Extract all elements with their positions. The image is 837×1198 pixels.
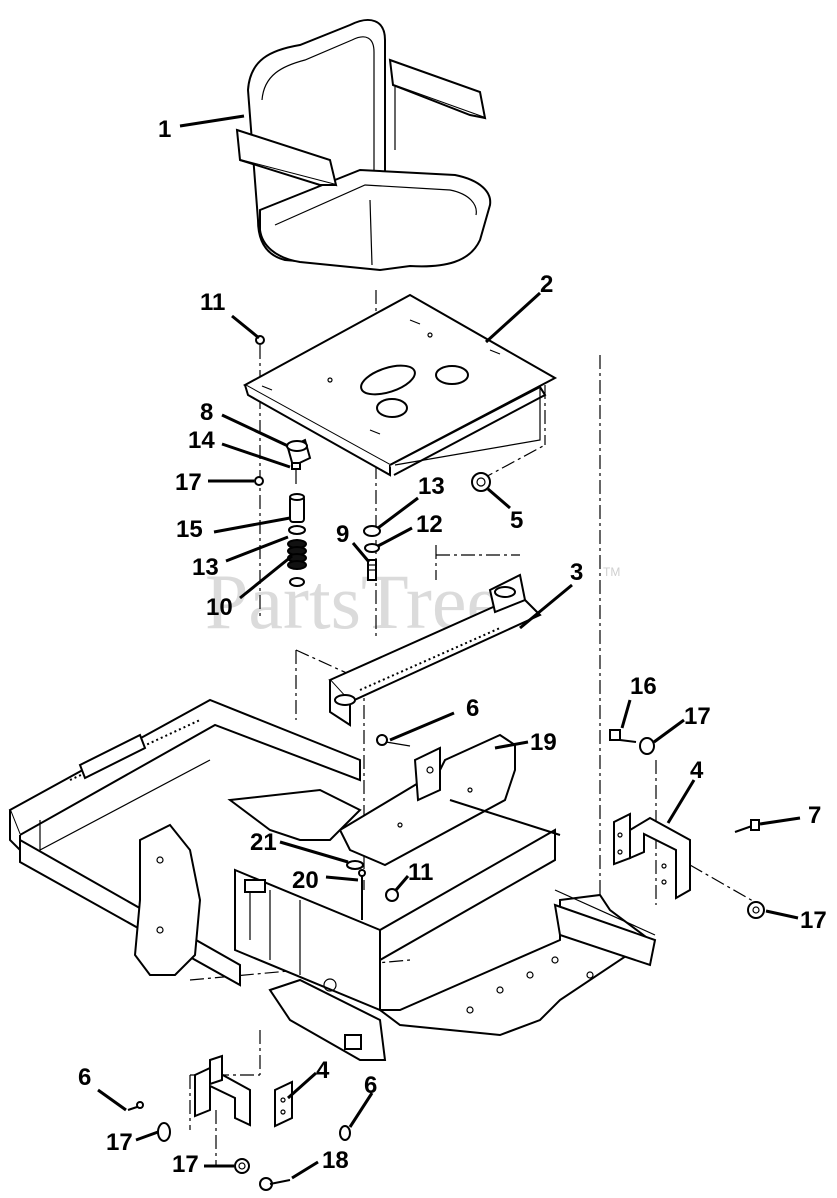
leader-lines: [97, 114, 801, 1180]
watermark-trademark: TM: [603, 565, 620, 579]
callout-13-center[interactable]: 13: [418, 473, 445, 500]
callout-14[interactable]: 14: [188, 427, 215, 454]
callout-11[interactable]: 11: [200, 289, 225, 316]
callout-16[interactable]: 16: [630, 673, 657, 700]
bracket-part-4-left[interactable]: [194, 1054, 293, 1128]
frame-assembly: [8, 698, 657, 1061]
callout-1[interactable]: 1: [158, 116, 171, 143]
callout-17-right[interactable]: 17: [800, 907, 827, 934]
callout-18[interactable]: 18: [322, 1147, 349, 1174]
plate-part-19[interactable]: [338, 733, 516, 867]
callout-17-lower-center[interactable]: 17: [172, 1151, 199, 1178]
hardware-parts: [127, 335, 765, 1191]
callout-labels: 1 2 11 8 14 17 15 13 10 13 12 9 5 3 6 19…: [78, 116, 827, 1178]
callout-10[interactable]: 10: [206, 594, 233, 621]
seat-part-1[interactable]: [235, 19, 492, 272]
callout-4-left[interactable]: 4: [316, 1057, 330, 1084]
callout-15[interactable]: 15: [176, 516, 203, 543]
callout-6-upper[interactable]: 6: [466, 695, 479, 722]
callout-20[interactable]: 20: [292, 867, 319, 894]
callout-7[interactable]: 7: [808, 802, 821, 829]
spring-part-10[interactable]: [287, 539, 307, 570]
callout-11-lower[interactable]: 11: [408, 859, 433, 886]
callout-17-lower-left[interactable]: 17: [106, 1129, 133, 1156]
seat-rail-part-3[interactable]: [328, 573, 542, 727]
callout-8[interactable]: 8: [200, 399, 213, 426]
callout-2[interactable]: 2: [540, 271, 553, 298]
callout-19[interactable]: 19: [530, 729, 557, 756]
callout-9[interactable]: 9: [336, 521, 349, 548]
seat-pan-part-2[interactable]: [242, 293, 558, 477]
callout-4-right[interactable]: 4: [690, 757, 704, 784]
callout-21[interactable]: 21: [250, 829, 277, 856]
callout-3[interactable]: 3: [570, 559, 583, 586]
flange-nut-part-5[interactable]: [471, 472, 491, 492]
bracket-part-4-right[interactable]: [613, 812, 691, 900]
callout-13[interactable]: 13: [192, 554, 219, 581]
callout-6-lower-left[interactable]: 6: [78, 1064, 91, 1091]
callout-17-upper-right[interactable]: 17: [684, 703, 711, 730]
callout-5[interactable]: 5: [510, 507, 523, 534]
callout-17[interactable]: 17: [175, 469, 202, 496]
callout-12[interactable]: 12: [416, 511, 443, 538]
callout-6-lower-right[interactable]: 6: [364, 1072, 377, 1099]
